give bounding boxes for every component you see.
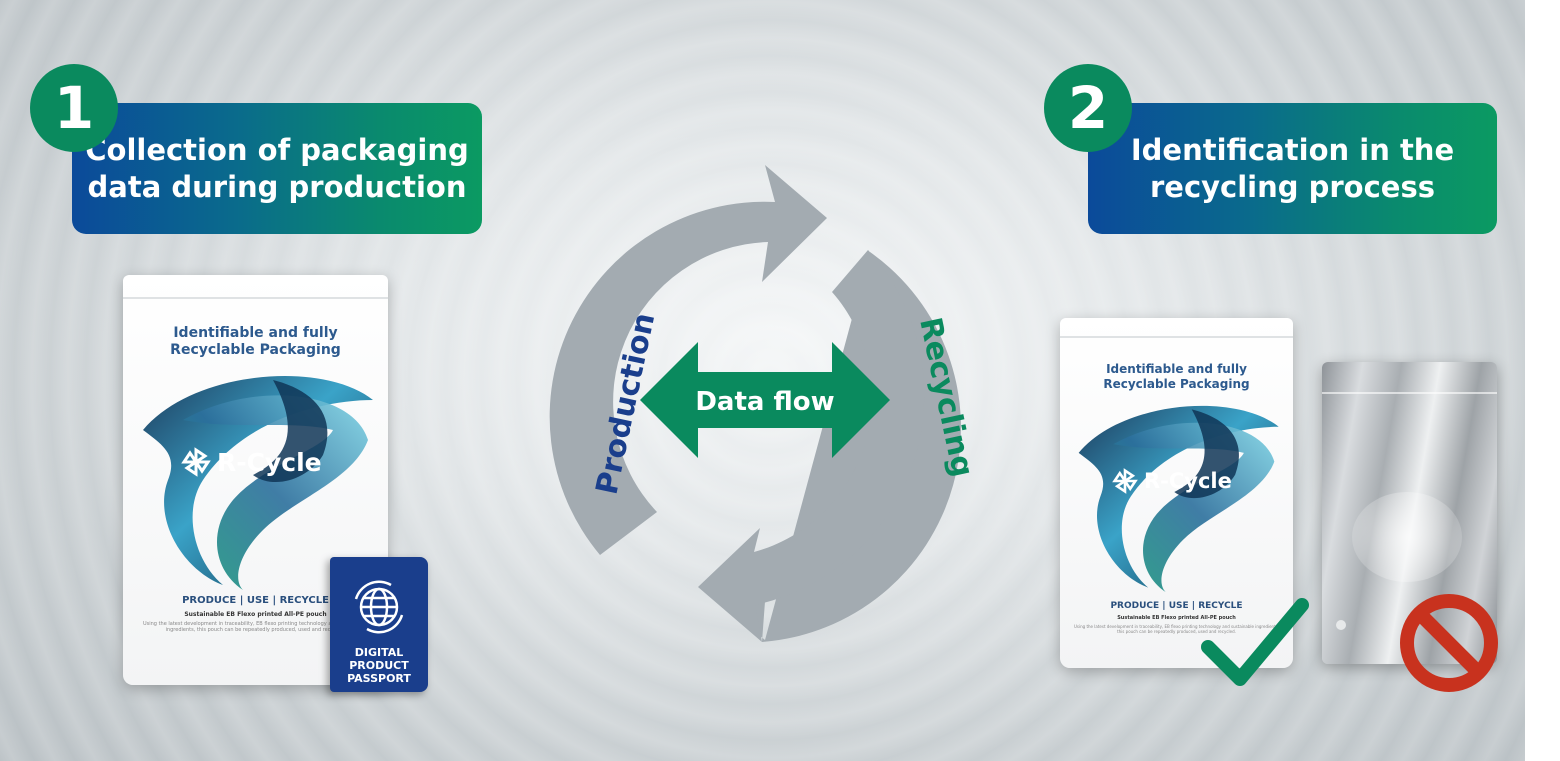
step1-banner: Collection of packaging data during prod…: [72, 103, 482, 234]
pouch-right-title-line1: Identifiable and fully: [1106, 362, 1247, 376]
data-flow-arrow: [640, 342, 890, 458]
globe-icon: [354, 580, 404, 634]
pouch-left-title-line1: Identifiable and fully: [173, 325, 338, 341]
r-cycle-logo-icon: [181, 447, 211, 477]
pouch-left-subline: Sustainable EB Flexo printed All-PE pouc…: [184, 611, 327, 618]
cycle-diagram: Data flow Production Recycling: [549, 165, 980, 642]
passport-line3: PASSPORT: [347, 672, 411, 685]
pouch-left-title-line2: Recyclable Packaging: [170, 342, 341, 358]
step2-banner: Identification in the recycling process: [1088, 103, 1497, 234]
paint-swirl-artwork-right: [1078, 405, 1279, 592]
pouch-left-fineprint: Using the latest development in traceabi…: [142, 621, 368, 633]
silver-pouch: [1322, 362, 1497, 664]
right-margin: [1525, 0, 1560, 761]
paint-swirl-artwork: [143, 376, 373, 590]
pouch-right-subline: Sustainable EB Flexo printed All-PE pouc…: [1117, 615, 1236, 621]
pouch-right-brand-text: R-Cycle: [1144, 469, 1232, 493]
passport-line1: DIGITAL: [354, 646, 404, 659]
pouch-right-fineprint: Using the latest development in traceabi…: [1073, 624, 1280, 634]
pouch-right: Identifiable and fully Recyclable Packag…: [1060, 318, 1293, 668]
step2-title-line2: recycling process: [1149, 169, 1435, 204]
pouch-right-footer: PRODUCE | USE | RECYCLE: [1110, 601, 1243, 611]
data-flow-label: Data flow: [695, 387, 834, 417]
step2-number-badge: 2: [1044, 64, 1132, 152]
step1-title-line1: Collection of packaging: [85, 132, 469, 167]
prohibited-icon: [1400, 594, 1498, 692]
r-cycle-logo-icon-right: [1112, 468, 1138, 494]
pouch-left-brand: R-Cycle: [181, 447, 322, 477]
production-arc-arrow: [549, 165, 827, 555]
pouch-right-brand: R-Cycle: [1112, 468, 1232, 494]
pouch-left: Identifiable and fully Recyclable Packag…: [123, 275, 388, 685]
pouch-right-title-line2: Recyclable Packaging: [1103, 377, 1250, 391]
step1-title-line2: data during production: [87, 169, 467, 204]
passport-line2: PRODUCT: [349, 659, 409, 672]
step1-number-badge: 1: [30, 64, 118, 152]
pouch-left-footer: PRODUCE | USE | RECYCLE: [182, 595, 329, 606]
digital-product-passport: DIGITAL PRODUCT PASSPORT: [330, 557, 428, 692]
checkmark-icon: [1201, 598, 1309, 686]
step2-title-line1: Identification in the: [1130, 132, 1455, 167]
pouch-left-brand-text: R-Cycle: [217, 447, 322, 477]
